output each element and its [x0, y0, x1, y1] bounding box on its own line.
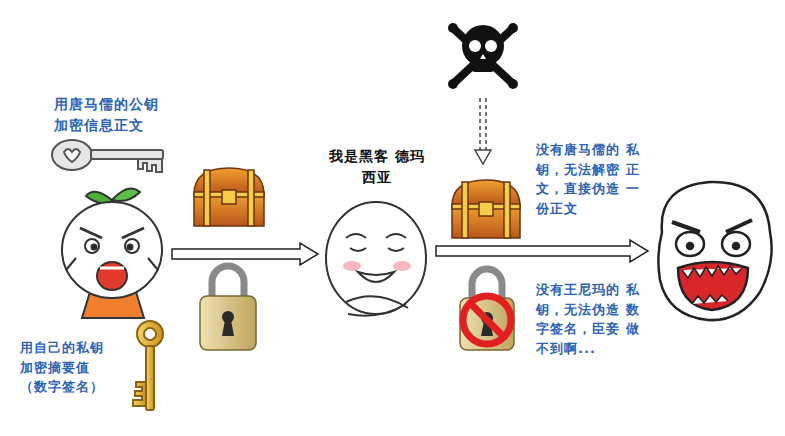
sender-figure: 用唐马儒的公钥 加密信息正文用自己的私钥 加密摘要值 （数字签名）	[60, 190, 168, 318]
receiver-figure: 没有唐马儒的 私钥，无法解密 正文，直接伪造 一份正文没有王尼玛的 私钥，无法伪…	[652, 182, 776, 322]
hacker-face	[326, 202, 426, 316]
note-text: 没有王尼玛的 私钥，无法伪造 数字签名，臣妾 做不到啊...	[536, 280, 644, 358]
flow-arrow	[436, 240, 648, 262]
padlock	[200, 266, 256, 350]
node-heading: 我是黑客 德玛西亚	[322, 146, 432, 188]
silver-key	[52, 140, 163, 172]
dashed-arrow	[475, 98, 491, 164]
skull-crossbones	[448, 23, 518, 89]
note-text: 没有唐马儒的 私钥，无法解密 正文，直接伪造 一份正文	[536, 140, 644, 218]
hacker-figure: 我是黑客 德玛西亚	[322, 142, 432, 320]
rage-face-receiver	[658, 182, 771, 320]
note-text: 用自己的私钥 加密摘要值 （数字签名）	[20, 338, 114, 397]
flow-arrow	[172, 243, 318, 265]
padlock-blocked	[460, 269, 514, 350]
angry-face-sender	[62, 188, 162, 318]
treasure-chest	[194, 168, 264, 226]
note-text: 用唐马儒的公钥 加密信息正文	[54, 94, 166, 136]
treasure-chest-forged	[452, 180, 520, 238]
gold-key	[133, 321, 163, 410]
